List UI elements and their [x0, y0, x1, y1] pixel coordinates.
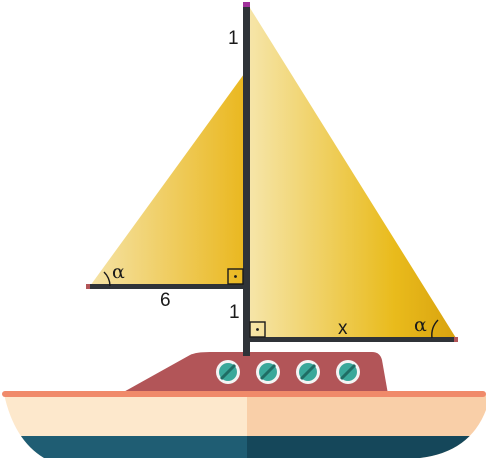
portholes [216, 360, 360, 384]
mast-top [243, 2, 250, 7]
right-angle-marker-right [249, 321, 266, 338]
right-angle-marker-left [227, 268, 244, 285]
left-boom-end [86, 284, 90, 289]
hull-stripe [2, 391, 486, 397]
porthole [336, 360, 360, 384]
right-boom-end [454, 337, 458, 342]
mast [243, 4, 250, 356]
left-sail [90, 74, 244, 286]
porthole [216, 360, 240, 384]
label-right-base: x [338, 318, 348, 339]
angle-arc-left [103, 271, 111, 287]
cabin [120, 352, 388, 394]
label-top-segment: 1 [228, 28, 239, 49]
label-left-base: 6 [160, 290, 171, 311]
label-lower-segment: 1 [229, 302, 240, 323]
label-right-angle: α [414, 314, 427, 336]
porthole [256, 360, 280, 384]
left-boom [86, 284, 246, 289]
right-boom [248, 337, 458, 342]
label-left-angle: α [112, 261, 125, 283]
right-sail [250, 8, 456, 338]
hull [4, 394, 486, 458]
porthole [296, 360, 320, 384]
angle-arc-right [431, 319, 439, 339]
